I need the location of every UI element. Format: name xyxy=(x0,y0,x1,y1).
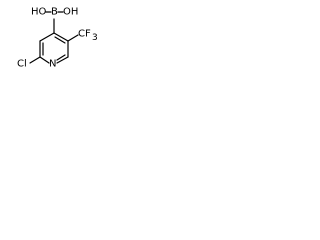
bond-c6-c1 xyxy=(39,32,55,42)
bond-n-c5 xyxy=(39,56,50,64)
atom-label-ho: HO xyxy=(31,7,47,18)
atom-label-oh: OH xyxy=(63,7,78,18)
bond-c3-n xyxy=(56,56,69,64)
double-bond-c1-c2 xyxy=(54,36,66,44)
atom-label-cf3-subscript: 3 xyxy=(92,33,98,43)
bond-c5-cl xyxy=(29,56,41,64)
boronic-acid-structure: HO B OH CF 3 Cl N xyxy=(17,7,98,70)
atom-label-chlorine: Cl xyxy=(17,59,27,70)
bond-c2-cf3 xyxy=(67,34,79,42)
atom-label-boron: B xyxy=(51,7,58,18)
atom-label-cf: CF xyxy=(78,29,91,40)
double-bond-c3-n xyxy=(56,54,66,61)
atom-label-nitrogen: N xyxy=(49,59,56,70)
bond-c1-c2 xyxy=(53,32,69,42)
